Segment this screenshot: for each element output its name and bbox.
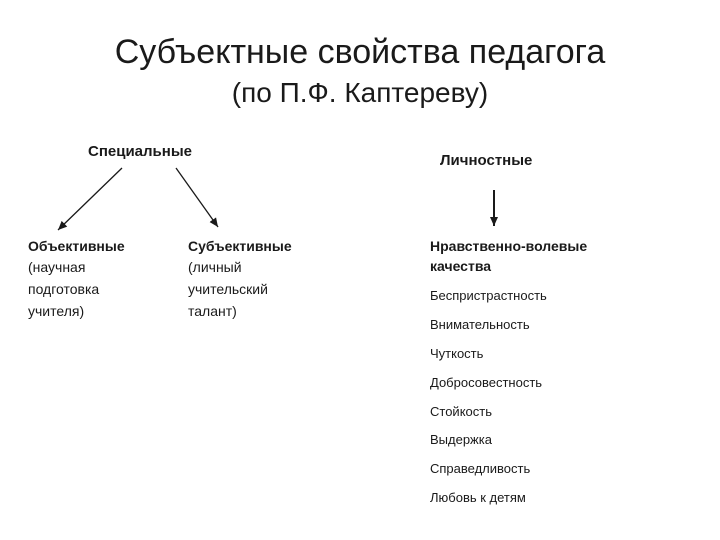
objective-line: (научная [28, 259, 86, 275]
category-personal: Личностные [440, 152, 533, 169]
objective-heading: Объективные [28, 238, 125, 254]
subjective-line: талант) [188, 303, 237, 319]
quality-item: Справедливость [430, 461, 531, 476]
arrow-special-to-subjective [175, 167, 219, 228]
category-special: Специальные [88, 143, 192, 160]
quality-item: Беспристрастность [430, 288, 547, 303]
moral-volitional-block: Нравственно-волевые качества [430, 236, 587, 276]
objective-line: подготовка [28, 281, 100, 297]
diagram-subtitle: (по П.Ф. Каптереву) [231, 77, 489, 108]
quality-item: Внимательность [430, 317, 530, 332]
quality-item: Добросовестность [430, 375, 543, 390]
moral-heading-line: Нравственно-волевые [430, 238, 588, 254]
diagram-title: Субъектные свойства педагога [114, 33, 606, 71]
moral-heading-line: качества [430, 258, 492, 274]
subjective-line: учительский [188, 281, 268, 297]
quality-item: Чуткость [430, 346, 484, 361]
quality-item: Любовь к детям [430, 490, 526, 505]
subjective-heading: Субъективные [188, 238, 292, 254]
subjective-line: (личный [188, 259, 242, 275]
quality-item: Стойкость [430, 404, 492, 419]
objective-line: учителя) [28, 303, 85, 319]
arrow-special-to-objective [57, 167, 123, 231]
subjective-block: Субъективные (личный учительский талант) [188, 236, 292, 322]
objective-block: Объективные (научная подготовка учителя) [28, 236, 125, 322]
quality-item: Выдержка [430, 432, 492, 447]
